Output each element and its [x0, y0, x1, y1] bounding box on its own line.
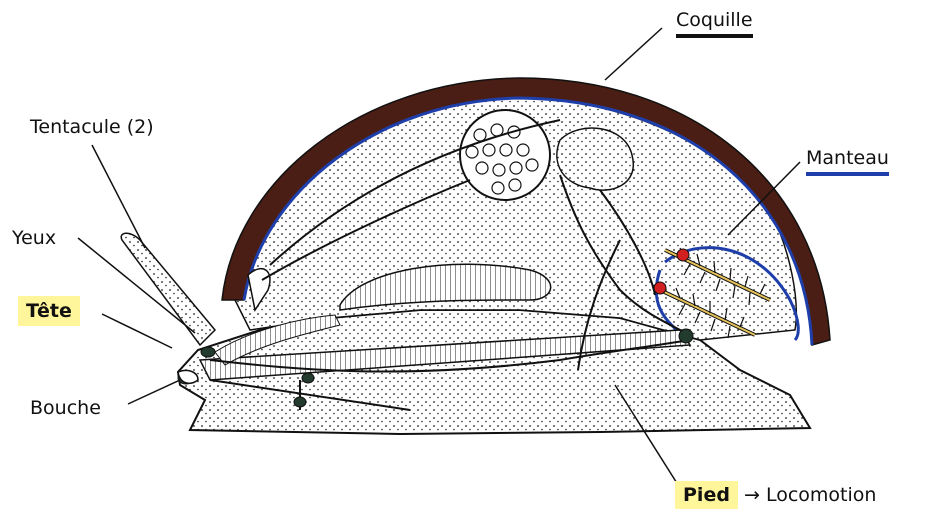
label-coquille: Coquille [676, 8, 753, 38]
label-pied: Pied [675, 481, 738, 509]
label-pied-row: Pied → Locomotion [675, 483, 876, 507]
label-yeux: Yeux [12, 226, 56, 250]
label-bouche: Bouche [30, 396, 101, 420]
label-tentacule: Tentacule (2) [30, 115, 154, 139]
red-dot-2 [654, 282, 666, 294]
label-locomotion: Locomotion [766, 484, 876, 506]
label-manteau: Manteau [806, 146, 889, 176]
label-tete: Tête [18, 296, 80, 326]
tentacle [121, 233, 215, 345]
right-arrow-icon: → [744, 484, 760, 506]
red-dot-1 [677, 249, 689, 261]
